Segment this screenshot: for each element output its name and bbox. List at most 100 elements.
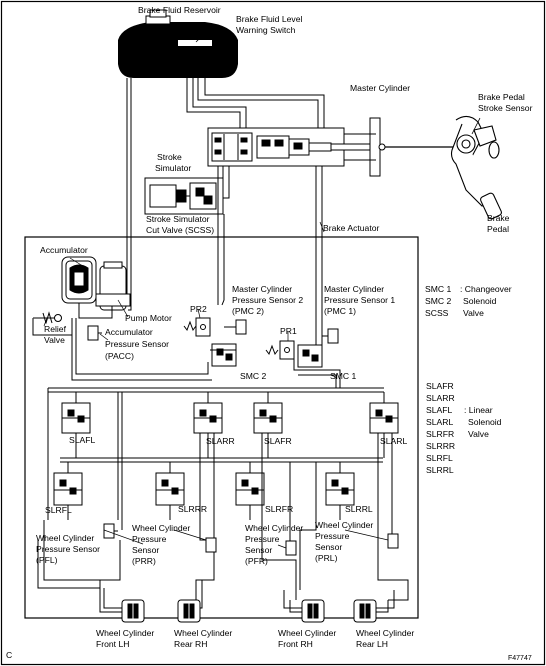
label-prr-3: Sensor	[132, 545, 159, 555]
label-pmc2-2: Pressure Sensor 2	[232, 295, 303, 305]
legend-linear-item: SLRFL	[426, 453, 453, 463]
valve-slafl	[61, 402, 91, 434]
label-stroke-sim-2: Simulator	[155, 163, 191, 173]
label-pfr-4: (PFR)	[245, 556, 268, 566]
label-pmc2-3: (PMC 2)	[232, 306, 264, 316]
label-relief-2: Valve	[44, 335, 65, 345]
label-master-cylinder: Master Cylinder	[350, 83, 410, 93]
label-wc-rrh-2: Rear RH	[174, 639, 207, 649]
label-wc-frh-2: Front RH	[278, 639, 313, 649]
valve-slarl	[369, 402, 399, 434]
label-stroke-sensor-1: Brake Pedal	[478, 92, 525, 102]
label-pmc1-2: Pressure Sensor 1	[324, 295, 395, 305]
corner-label: C	[6, 650, 12, 660]
label-wc-rrh-1: Wheel Cylinder	[174, 628, 232, 638]
brake-pedal	[450, 115, 502, 220]
label-prl-3: Sensor	[315, 542, 342, 552]
label-reservoir: Brake Fluid Reservoir	[138, 5, 221, 15]
pfl-sensor	[103, 523, 118, 539]
brake-fluid-reservoir	[118, 9, 238, 78]
label-brake-pedal-2: Pedal	[487, 224, 509, 234]
legend-linear-desc1: : Linear	[464, 405, 493, 415]
label-slrfr: SLRFR	[265, 504, 293, 514]
label-wc-rlh-1: Wheel Cylinder	[356, 628, 414, 638]
label-smc2: SMC 2	[240, 371, 266, 381]
label-pmc1-1: Master Cylinder	[324, 284, 384, 294]
valve-slrfr	[235, 472, 265, 506]
label-accumulator: Accumulator	[40, 245, 88, 255]
label-wc-flh-2: Front LH	[96, 639, 129, 649]
wc-front-lh	[121, 599, 145, 623]
label-prr-4: (PRR)	[132, 556, 156, 566]
legend-smc1-desc: : Changeover	[460, 284, 512, 294]
label-pacc-2: Pressure Sensor	[105, 339, 169, 349]
pmc1-sensor	[322, 328, 339, 344]
prl-sensor	[387, 533, 399, 549]
valve-slrrl	[325, 472, 355, 506]
label-pmc2-1: Master Cylinder	[232, 284, 292, 294]
label-prr-1: Wheel Cylinder	[132, 523, 190, 533]
label-brake-pedal-1: Brake	[487, 213, 510, 223]
legend-linear-item: SLRFR	[426, 429, 454, 439]
branch-lines	[67, 392, 409, 601]
pump-motor	[95, 261, 131, 311]
figure-id: F47747	[508, 655, 532, 662]
pacc-sensor	[87, 325, 102, 341]
label-prl-4: (PRL)	[315, 553, 338, 563]
leader-lines	[43, 221, 389, 549]
label-slafr: SLAFR	[264, 436, 292, 446]
legend-smc: SMC 1 : Changeover SMC 2 Solenoid SCSS V…	[425, 284, 512, 318]
label-pfl-3: (PFL)	[36, 555, 58, 565]
label-level-switch-2: Warning Switch	[236, 25, 296, 35]
label-stroke-sim-1: Stroke	[157, 152, 182, 162]
legend-linear: SLAFR SLARR SLAFL SLARL SLRFR SLRRR SLRF…	[426, 381, 502, 475]
accumulator	[61, 256, 97, 304]
label-wc-frh-1: Wheel Cylinder	[278, 628, 336, 638]
valve-slrrr	[155, 472, 185, 506]
legend-scss: SCSS	[425, 308, 449, 318]
label-level-switch-1: Brake Fluid Level	[236, 14, 302, 24]
smc1-valve	[297, 344, 323, 368]
master-cylinder	[207, 117, 381, 177]
label-prl-1: Wheel Cylinder	[315, 520, 373, 530]
label-pfr-3: Sensor	[245, 545, 272, 555]
stroke-simulator	[144, 177, 224, 215]
wc-front-rh	[301, 599, 325, 623]
label-brake-actuator: Brake Actuator	[323, 223, 380, 233]
main-lines	[37, 318, 384, 589]
legend-linear-item: SLRRR	[426, 441, 455, 451]
legend-smc2: SMC 2	[425, 296, 451, 306]
legend-smc2-desc: Solenoid	[463, 296, 497, 306]
label-pfr-1: Wheel Cylinder	[245, 523, 303, 533]
mc-feed-lines	[217, 166, 323, 345]
legend-linear-item: SLARL	[426, 417, 453, 427]
label-pfl-1: Wheel Cylinder	[36, 533, 94, 543]
legend-linear-desc3: Valve	[468, 429, 489, 439]
label-pacc-1: Accumulator	[105, 327, 153, 337]
label-pr1: PR1	[280, 326, 297, 336]
valve-slrfl	[53, 472, 83, 506]
pr2-valve	[183, 317, 211, 337]
smc2-valve	[210, 343, 237, 367]
brake-actuator-box	[24, 236, 419, 619]
label-pmc1-3: (PMC 1)	[324, 306, 356, 316]
label-prr-2: Pressure	[132, 534, 167, 544]
label-slarr: SLARR	[206, 436, 235, 446]
label-smc1: SMC 1	[330, 371, 356, 381]
label-scss-1: Stroke Simulator	[146, 214, 210, 224]
label-prl-2: Pressure	[315, 531, 350, 541]
label-wc-flh-1: Wheel Cylinder	[96, 628, 154, 638]
reservoir-lines	[126, 78, 325, 300]
label-slafl: SLAFL	[69, 435, 95, 445]
label-pacc-3: (PACC)	[105, 351, 134, 361]
legend-linear-desc2: Solenoid	[468, 417, 502, 427]
label-pfl-2: Pressure Sensor	[36, 544, 100, 554]
valve-slafr	[253, 402, 283, 434]
wc-rear-lh	[353, 599, 377, 623]
label-slrfl: SLRFL	[45, 505, 72, 515]
label-slrrr: SLRRR	[178, 504, 207, 514]
legend-linear-item: SLRRL	[426, 465, 454, 475]
